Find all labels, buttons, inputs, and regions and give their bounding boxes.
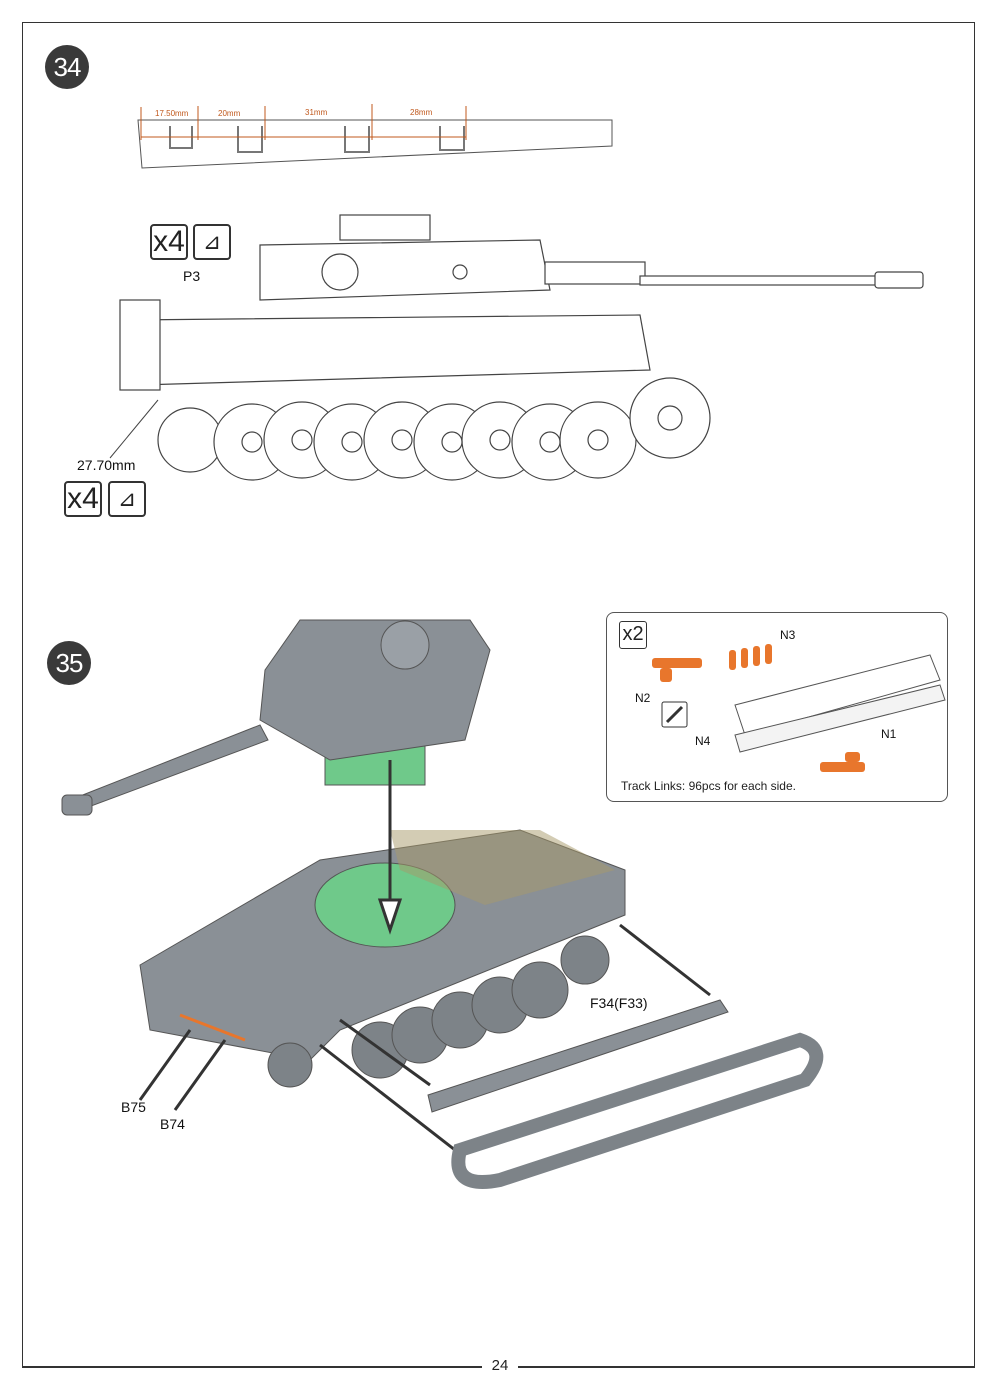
track-run bbox=[451, 1032, 824, 1189]
glue-icon: ⊿ bbox=[193, 224, 231, 260]
step-number-34: 34 bbox=[45, 45, 89, 89]
part-label: N3 bbox=[780, 628, 796, 642]
part-label: B75 bbox=[121, 1099, 146, 1115]
part-label: N1 bbox=[881, 727, 897, 741]
part-label: N4 bbox=[695, 734, 711, 748]
divider bbox=[22, 1366, 482, 1368]
measurement-label: 27.70mm bbox=[77, 457, 136, 473]
part-label: B74 bbox=[160, 1116, 185, 1132]
part-label: F34(F33) bbox=[590, 995, 648, 1011]
hull-assembly bbox=[139, 829, 626, 1088]
track-link-illustration bbox=[652, 644, 946, 772]
road-wheels bbox=[157, 377, 711, 481]
fender-part bbox=[427, 999, 729, 1113]
fender-strip-diagram bbox=[137, 104, 613, 169]
track-link-inset: x2 N3 N2 N4 N1 Track Links: 96pcs for ea… bbox=[606, 612, 948, 802]
quantity-badge: x2 bbox=[619, 621, 647, 649]
step-number-35: 35 bbox=[47, 641, 91, 685]
tank-side-view bbox=[119, 214, 924, 391]
dimension-label: 31mm bbox=[305, 108, 328, 117]
quantity-badge: x4 bbox=[64, 481, 102, 517]
inset-caption: Track Links: 96pcs for each side. bbox=[621, 779, 796, 793]
dimension-label: 28mm bbox=[410, 108, 433, 117]
dimension-label: 20mm bbox=[218, 109, 241, 118]
glue-icon: ⊿ bbox=[108, 481, 146, 517]
part-label: N2 bbox=[635, 691, 651, 705]
quantity-badge: x4 bbox=[150, 224, 188, 260]
assembly-arrows bbox=[138, 760, 711, 1152]
divider bbox=[518, 1366, 975, 1368]
turret-assembly bbox=[61, 619, 491, 816]
page-frame bbox=[22, 22, 975, 1367]
dimension-label: 17.50mm bbox=[155, 109, 189, 118]
part-label: P3 bbox=[183, 268, 201, 284]
page-number: 24 bbox=[486, 1357, 514, 1374]
